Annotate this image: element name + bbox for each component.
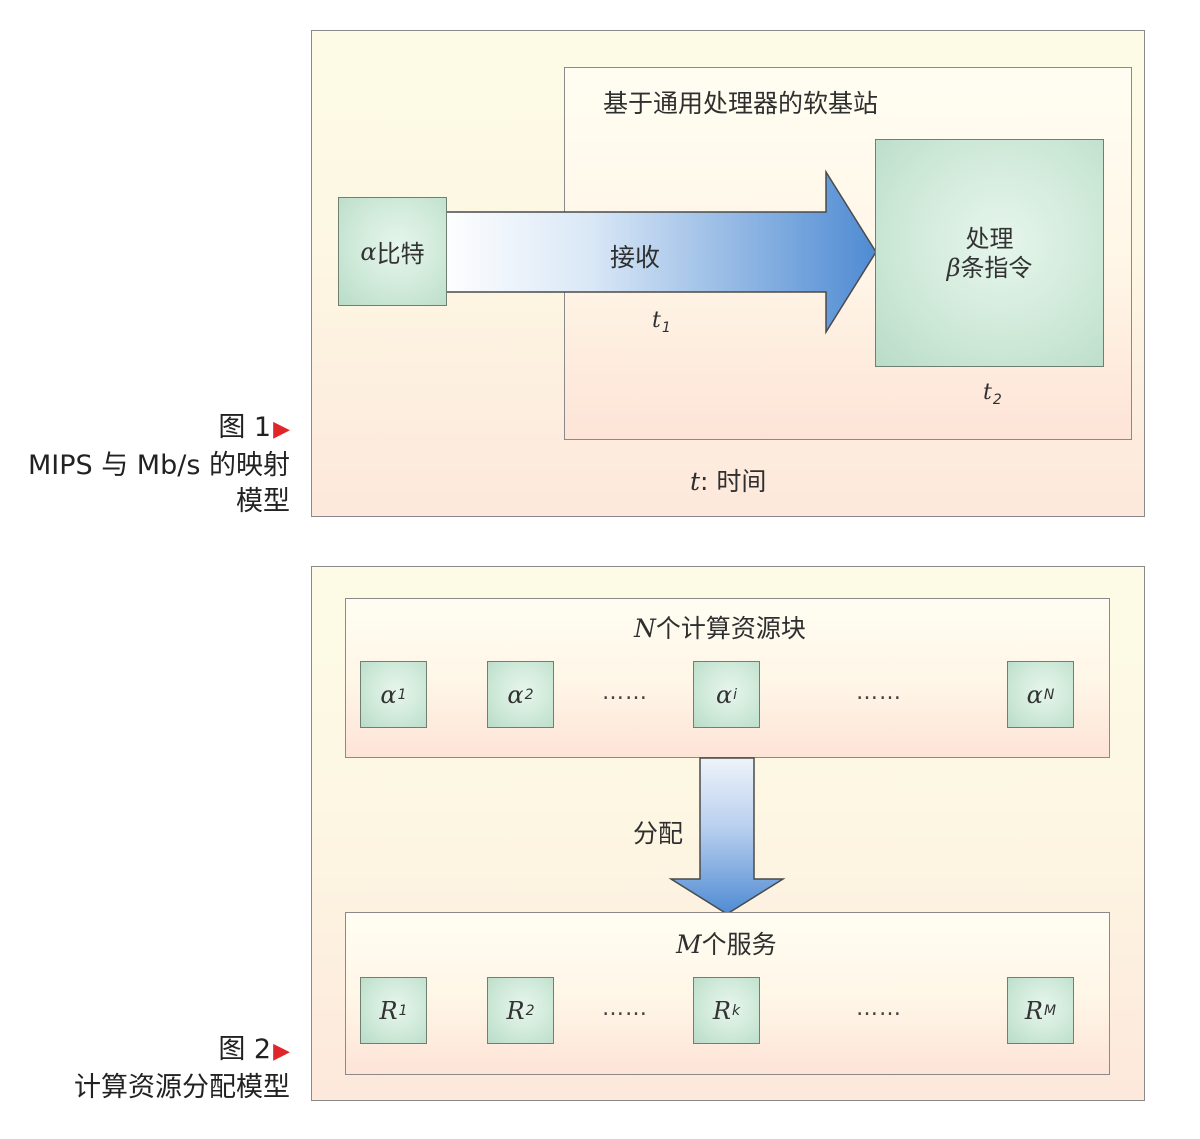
ellipsis-top-2: ……: [856, 680, 902, 705]
time-legend: t: 时间: [690, 467, 767, 496]
compute-blocks-title: N个计算资源块: [634, 614, 806, 643]
fig1-caption: 图 1▶ MIPS 与 Mb/s 的映射 模型: [0, 410, 290, 520]
alpha-bits-text: 比特: [376, 240, 425, 268]
receive-arrow: [440, 169, 877, 335]
process-box: 处理 β条指令: [875, 139, 1104, 367]
allocate-label: 分配: [633, 819, 684, 848]
t1-label: t1: [652, 308, 671, 336]
soft-base-station-label: 基于通用处理器的软基站: [603, 89, 879, 118]
allocate-arrow: [668, 757, 786, 915]
ellipsis-bottom-2: ……: [856, 996, 902, 1021]
fig2-caption-line2: 计算资源分配模型: [74, 1072, 290, 1103]
caption-triangle-icon: ▶: [273, 1039, 290, 1064]
alpha-symbol: α: [360, 237, 377, 266]
fig2-caption: 图 2▶ 计算资源分配模型: [0, 1032, 290, 1106]
t2-label: t2: [983, 380, 1002, 408]
fig2-caption-prefix: 图 2: [218, 1034, 272, 1065]
ellipsis-bottom-1: ……: [602, 996, 648, 1021]
receive-label: 接收: [610, 243, 661, 272]
services-title: M个服务: [676, 930, 777, 959]
fig1-caption-line3: 模型: [236, 486, 290, 517]
beta-symbol: β: [946, 254, 961, 282]
ellipsis-top-1: ……: [602, 680, 648, 705]
caption-triangle-icon: ▶: [273, 417, 290, 442]
process-line1: 处理: [965, 225, 1014, 253]
fig1-caption-prefix: 图 1: [218, 412, 272, 443]
process-line2: 条指令: [960, 254, 1033, 282]
fig1-caption-line2: MIPS 与 Mb/s 的映射: [27, 450, 290, 481]
